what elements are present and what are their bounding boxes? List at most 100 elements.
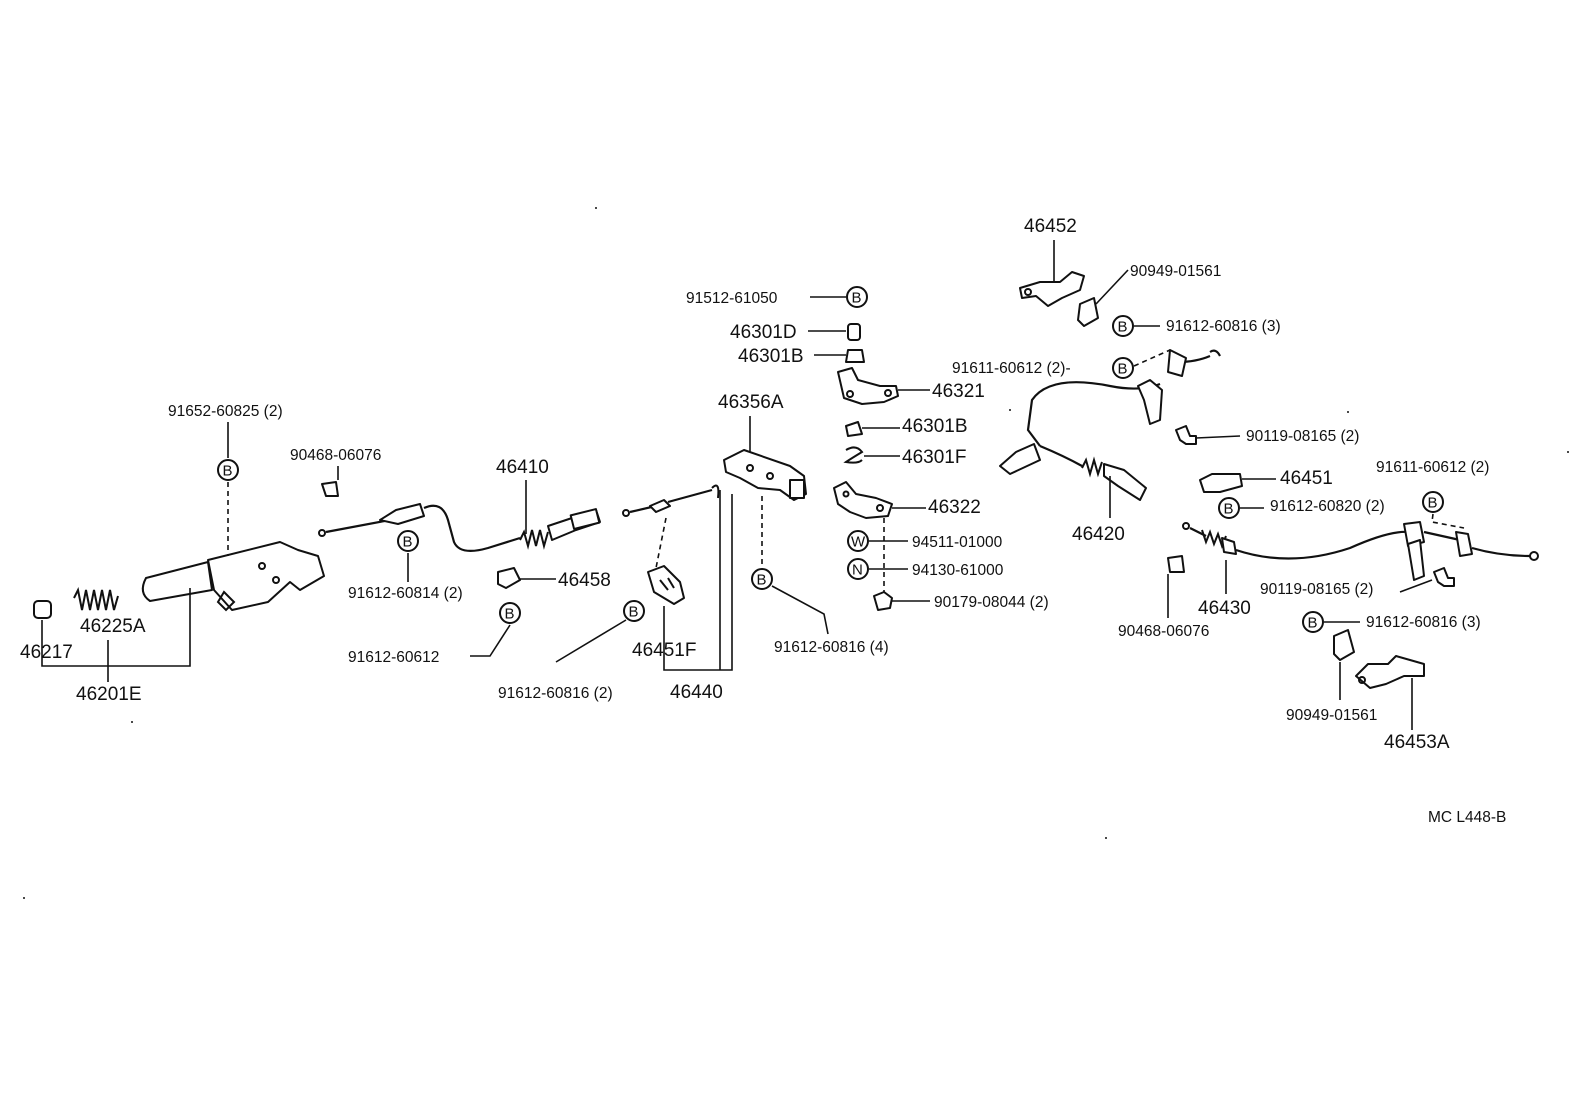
label-90119-08165-lower: 90119-08165 (2): [1260, 581, 1373, 598]
part-46451F-bracket[interactable]: [647, 565, 685, 605]
dash-46440: [655, 517, 667, 569]
bolt-symbol-91612-60612: B: [499, 602, 521, 624]
part-46301B-bushing-lower[interactable]: [845, 421, 863, 437]
cable-46440-group: 46451F 46440 B 91612-60816 (2): [498, 484, 733, 703]
part-46301F-spring[interactable]: [843, 446, 864, 464]
part-90468-clip-left[interactable]: [321, 481, 339, 497]
label-46322: 46322: [928, 497, 981, 518]
label-46451F: 46451F: [632, 640, 696, 661]
part-46301B-bushing-upper[interactable]: [845, 349, 865, 363]
leader-46217: [41, 588, 191, 667]
bolt-icon: B: [403, 534, 413, 551]
nut-icon: N: [852, 562, 863, 579]
part-46451-bracket[interactable]: [1199, 473, 1243, 493]
part-46217-cap[interactable]: [33, 600, 52, 619]
bolt-symbol-91652: B: [217, 459, 239, 481]
part-46430-rear-cable-right[interactable]: [1182, 521, 1539, 581]
cable-46420-group: 46452 90949-01561 B 91612-60816 (3) 9161…: [952, 216, 1359, 545]
bolt-symbol-91612-60816-2: B: [623, 600, 645, 622]
part-46356A-equalizer[interactable]: [723, 449, 807, 501]
bolt-icon: B: [757, 572, 767, 589]
diagram-code: MC L448-B: [1428, 809, 1506, 826]
label-90179-08044: 90179-08044 (2): [934, 594, 1049, 611]
label-94130-61000: 94130-61000: [912, 562, 1004, 579]
bolt-symbol-91611-lower: B: [1422, 491, 1444, 513]
bolt-symbol-91612-60816-3-lower: B: [1302, 611, 1324, 633]
label-46301D: 46301D: [730, 322, 797, 343]
bolt-icon: B: [629, 604, 639, 621]
bolt-symbol-91612-60814: B: [397, 530, 419, 552]
part-90119-bolt-lower[interactable]: [1433, 567, 1455, 587]
label-90468-06076-right: 90468-06076: [1118, 623, 1209, 640]
label-46452: 46452: [1024, 216, 1077, 237]
washer-icon: W: [851, 534, 866, 551]
dash-91611-lower: [1431, 513, 1465, 529]
bolt-symbol-91512: B: [846, 286, 868, 308]
nut-symbol-94130: N: [847, 558, 869, 580]
part-46201E-lever[interactable]: [141, 541, 325, 612]
leader-46451F: [663, 494, 733, 671]
label-91652-60825: 91652-60825 (2): [168, 403, 283, 420]
equalizer-group: 46356A B 91612-60816 (4): [718, 392, 889, 656]
part-46301D-bushing[interactable]: [847, 323, 861, 341]
label-91612-60816-2: 91612-60816 (2): [498, 685, 613, 702]
label-91611-60612-upper: 91611-60612 (2)-: [952, 360, 1071, 377]
bolt-icon: B: [1308, 615, 1318, 632]
label-46225A: 46225A: [80, 616, 146, 637]
part-46440-intermediate-cable[interactable]: [622, 484, 720, 517]
center-stack-group: 91512-61050 B 46301D 46301B 46321 46301B: [686, 286, 1049, 611]
part-46322-lever[interactable]: [833, 481, 893, 519]
leader-90949-upper: [1095, 269, 1129, 305]
bolt-icon: B: [1428, 495, 1438, 512]
part-46458-retainer[interactable]: [497, 567, 521, 589]
label-46321: 46321: [932, 381, 985, 402]
cable-46410-group: 46410 B 91612-60814 (2) 46458 B 91612-60…: [318, 457, 611, 666]
part-46420-rear-cable-left[interactable]: [999, 349, 1221, 501]
part-90179-nut[interactable]: [873, 591, 893, 611]
part-46453A-bracket[interactable]: [1355, 655, 1425, 689]
label-46301F: 46301F: [902, 447, 966, 468]
label-91612-60820: 91612-60820 (2): [1270, 498, 1385, 515]
label-91612-60816-4: 91612-60816 (4): [774, 639, 889, 656]
label-46301B-upper: 46301B: [738, 346, 804, 367]
leader-91612-60816-4: [771, 585, 829, 635]
label-46301B-lower: 46301B: [902, 416, 968, 437]
part-90119-bolt-upper[interactable]: [1175, 425, 1197, 445]
part-90468-clip-right[interactable]: [1167, 555, 1185, 573]
label-90468-06076-left: 90468-06076: [290, 447, 381, 464]
label-46451: 46451: [1280, 468, 1333, 489]
bolt-icon: B: [1118, 361, 1128, 378]
leader-90119-upper: [1195, 435, 1241, 439]
leader-91612-60612: [470, 624, 511, 657]
label-91612-60814: 91612-60814 (2): [348, 585, 463, 602]
part-46321-lever[interactable]: [837, 367, 899, 405]
label-46453A: 46453A: [1384, 732, 1450, 753]
label-91612-60816-3-upper: 91612-60816 (3): [1166, 318, 1281, 335]
label-90949-01561-upper: 90949-01561: [1130, 263, 1221, 280]
bolt-symbol-91612-60816-4: B: [751, 568, 773, 590]
label-46440: 46440: [670, 682, 723, 703]
part-90949-clip-upper[interactable]: [1077, 297, 1099, 327]
bolt-icon: B: [852, 290, 862, 307]
bolt-icon: B: [223, 463, 233, 480]
part-46225A-spring[interactable]: [73, 586, 119, 611]
label-46458: 46458: [558, 570, 611, 591]
part-90949-clip-lower[interactable]: [1333, 629, 1355, 661]
label-90949-01561-lower: 90949-01561: [1286, 707, 1377, 724]
label-46410: 46410: [496, 457, 549, 478]
label-46201E: 46201E: [76, 684, 142, 705]
bolt-symbol-91612-60820: B: [1218, 497, 1240, 519]
label-46217: 46217: [20, 642, 73, 663]
label-91612-60816-3-lower: 91612-60816 (3): [1366, 614, 1481, 631]
label-46430: 46430: [1198, 598, 1251, 619]
label-46420: 46420: [1072, 524, 1125, 545]
washer-symbol-94511: W: [847, 530, 869, 552]
label-91612-60612: 91612-60612: [348, 649, 439, 666]
label-90119-08165-upper: 90119-08165 (2): [1246, 428, 1359, 445]
part-46452-bracket[interactable]: [1019, 271, 1085, 307]
bolt-icon: B: [1118, 319, 1128, 336]
part-46410-front-cable[interactable]: [318, 503, 601, 553]
leader-91612-60816-2: [555, 619, 627, 663]
bolt-symbol-91612-60816-3-upper: B: [1112, 315, 1134, 337]
